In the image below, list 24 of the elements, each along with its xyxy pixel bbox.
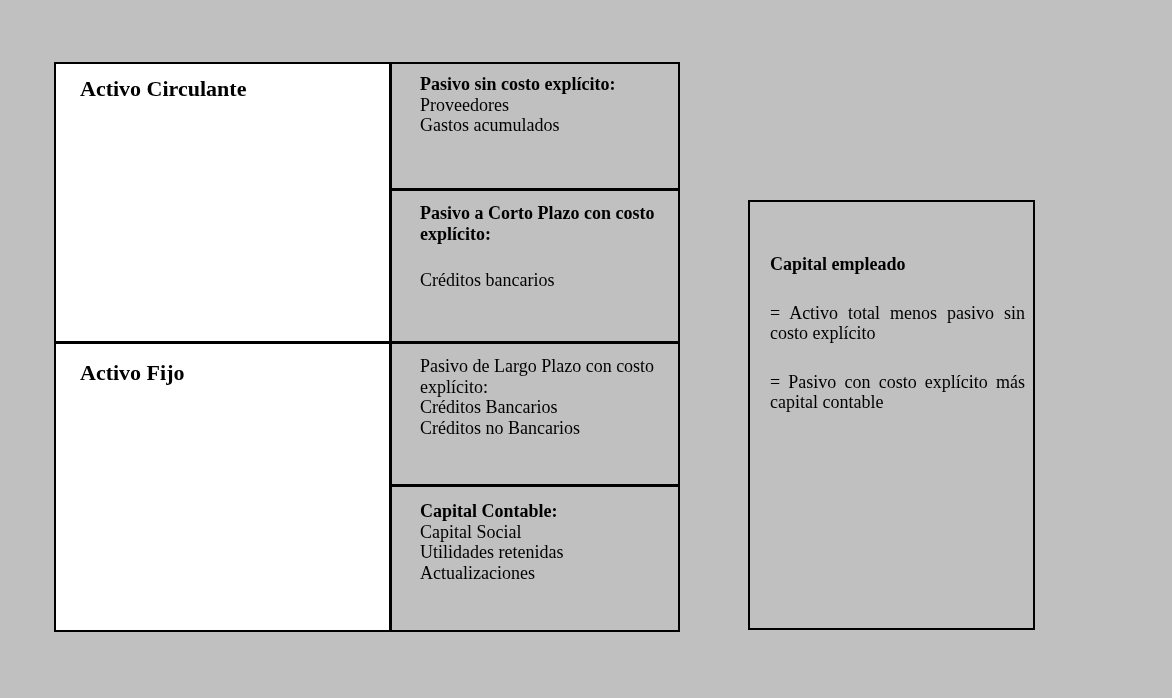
liability-box — [390, 342, 680, 486]
liability-box — [748, 200, 1035, 630]
asset-box — [54, 62, 391, 343]
heading: Capital Contable: — [420, 501, 559, 522]
body-text: Créditos no Bancarios — [420, 417, 581, 438]
heading: Pasivo sin costo explícito: — [420, 74, 617, 95]
heading: Activo Fijo — [80, 359, 186, 387]
body-text: Actualizaciones — [420, 562, 536, 583]
asset-box — [54, 342, 391, 632]
heading: Pasivo a Corto Plazo con costo explícito: — [420, 203, 656, 244]
body-text: Créditos Bancarios — [420, 397, 559, 418]
body-text: Créditos bancarios — [420, 270, 556, 291]
heading: Activo Circulante — [80, 75, 248, 103]
body-text: Proveedores — [420, 94, 510, 115]
liability-box — [390, 62, 680, 190]
body-text: Capital Social — [420, 521, 523, 542]
liability-box — [390, 485, 680, 632]
liability-box — [390, 189, 680, 343]
heading: Capital empleado — [770, 254, 907, 275]
body-text: = Activo total menos pasivo sin costo explícito — [770, 302, 1025, 344]
body-text: Gastos acumulados — [420, 115, 561, 136]
heading: Pasivo de Largo Plazo con costo explícito: — [420, 356, 656, 397]
body-text: = Pasivo con costo explícito más capital contable — [770, 371, 1025, 413]
body-text: Utilidades retenidas — [420, 542, 565, 563]
